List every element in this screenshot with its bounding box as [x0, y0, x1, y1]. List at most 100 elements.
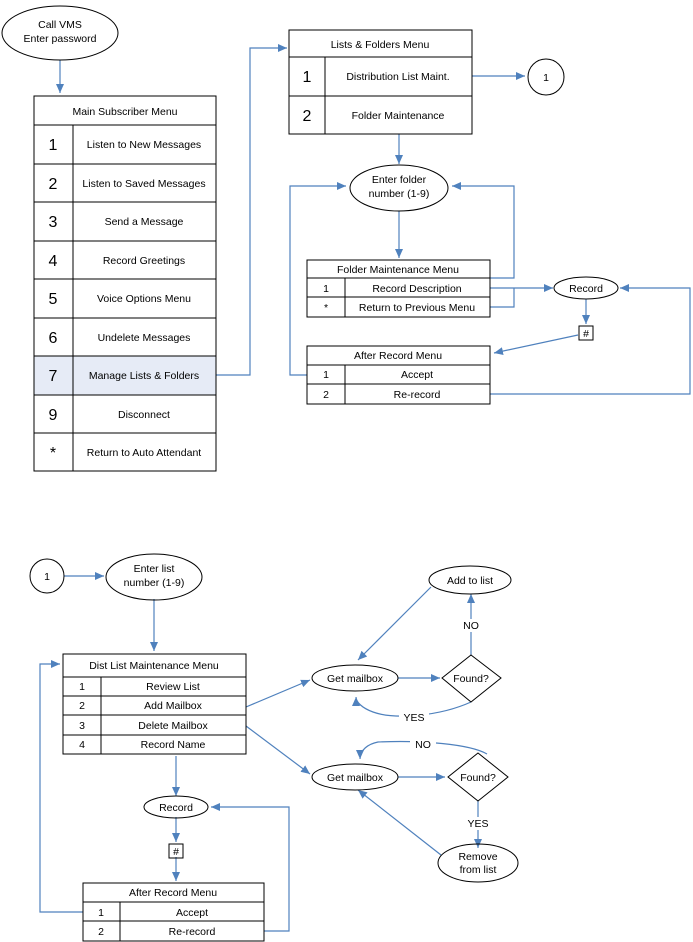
arrow-add-to-getmailbox: [245, 679, 311, 708]
call-vms-line2: Enter password: [24, 33, 97, 45]
after-label-1-bottom: Accept: [176, 907, 208, 919]
dist-list-menu: Dist List Maintenance Menu 1 Review List…: [62, 653, 247, 755]
after-label-2-bottom: Re-record: [169, 926, 216, 938]
folder-key-star: *: [324, 302, 328, 314]
dist-key-2: 2: [79, 700, 85, 712]
main-label-1: Listen to New Messages: [87, 139, 201, 151]
enter-list-line1: Enter list: [134, 563, 175, 575]
dist-label-2: Add Mailbox: [144, 700, 203, 712]
after-menu-title-bottom: After Record Menu: [129, 887, 217, 899]
arrow-accept-to-enter: [289, 182, 346, 376]
enter-folder-ellipse: [349, 164, 449, 212]
call-vms-line1: Call VMS: [38, 19, 82, 31]
dist-key-3: 3: [79, 720, 85, 732]
main-key-5: 5: [49, 291, 58, 308]
after-record-menu-bottom: After Record Menu 1 Accept 2 Re-record: [82, 882, 265, 942]
dist-key-1: 1: [79, 681, 85, 693]
main-key-9: 9: [49, 407, 58, 424]
remove-from-list-ellipse: [437, 843, 519, 883]
record-ellipse-bottom: [143, 795, 209, 819]
yes-label-1: YES: [403, 712, 424, 724]
after-record-menu-top: After Record Menu 1 Accept 2 Re-record: [306, 345, 491, 405]
main-menu-body: [33, 124, 217, 472]
get-mailbox-ellipse-1: [311, 664, 399, 692]
connector-circle: [527, 58, 565, 96]
arrow-hash-to-after: [493, 334, 579, 356]
main-key-4: 4: [49, 253, 58, 270]
folder-maintenance-menu: Folder Maintenance Menu 1 Record Descrip…: [306, 259, 491, 318]
add-to-list-node: Add to list: [428, 565, 512, 595]
main-label-9: Disconnect: [118, 409, 170, 421]
found-node-1: Found?: [441, 654, 502, 703]
found-label-1: Found?: [453, 673, 489, 685]
connector-label-bottom: 1: [44, 571, 50, 583]
get-mailbox-label-1: Get mailbox: [327, 673, 384, 685]
dist-menu-title: Dist List Maintenance Menu: [89, 660, 219, 672]
main-key-7: 7: [49, 368, 58, 385]
hash-node-top: #: [578, 325, 594, 341]
arrow-rerecord-to-record: [490, 284, 691, 395]
connector-1-bottom: 1: [29, 558, 65, 594]
get-mailbox-node-2: Get mailbox: [311, 763, 399, 791]
lists-key-1: 1: [303, 69, 312, 86]
after-key-2-bottom: 2: [98, 926, 104, 938]
lists-folders-menu: Lists & Folders Menu 1 Distribution List…: [288, 29, 473, 135]
record-label-bottom: Record: [159, 802, 193, 814]
record-label-top: Record: [569, 283, 603, 295]
enter-list-node: Enter list number (1-9): [105, 553, 203, 601]
arrow-foldermenu-loop: [452, 182, 515, 279]
folder-menu-title: Folder Maintenance Menu: [337, 264, 459, 276]
connector-label: 1: [543, 72, 549, 84]
after-key-2-top: 2: [323, 389, 329, 401]
arrow-add-to-get1: [357, 586, 432, 661]
main-label-5: Voice Options Menu: [97, 293, 191, 305]
yes-label-2: YES: [467, 818, 488, 830]
lists-label-2: Folder Maintenance: [352, 110, 445, 122]
main-key-3: 3: [49, 214, 58, 231]
arrow-delete-to-getmailbox: [245, 725, 311, 775]
remove-line1: Remove: [458, 851, 497, 863]
after-key-1-bottom: 1: [98, 907, 104, 919]
enter-list-line2: number (1-9): [124, 577, 185, 589]
lists-label-1: Distribution List Maint.: [346, 71, 449, 83]
lists-menu-title: Lists & Folders Menu: [331, 39, 430, 51]
found-label-2: Found?: [460, 772, 496, 784]
enter-folder-line1: Enter folder: [372, 174, 427, 186]
record-node-bottom: Record: [143, 795, 209, 819]
after-label-1-top: Accept: [401, 369, 433, 381]
hash-label-bottom: #: [173, 846, 179, 858]
connector-1-top: 1: [527, 58, 565, 96]
hash-box-top: [578, 325, 594, 341]
main-label-star: Return to Auto Attendant: [87, 447, 202, 459]
remove-from-list-node: Remove from list: [437, 843, 519, 883]
remove-line2: from list: [460, 864, 497, 876]
hash-box-bottom: [168, 843, 184, 859]
arrow-found1-yes: [352, 696, 472, 717]
main-label-4: Record Greetings: [103, 255, 185, 267]
enter-list-ellipse: [105, 553, 203, 601]
after-menu-title-top: After Record Menu: [354, 350, 442, 362]
found-node-2: Found?: [447, 752, 509, 802]
arrow-remove-to-get2: [357, 789, 442, 856]
dist-label-4: Record Name: [141, 739, 206, 751]
folder-label-star: Return to Previous Menu: [359, 302, 475, 314]
found-diamond-1: [441, 654, 502, 703]
arrow-accept-to-distmenu: [39, 660, 83, 913]
add-to-list-ellipse: [428, 565, 512, 595]
call-vms-node: Call VMS Enter password: [1, 5, 119, 61]
arrow-found2-no: [356, 740, 488, 760]
no-label-bg-2: [410, 738, 436, 751]
main-menu-title: Main Subscriber Menu: [72, 106, 177, 118]
no-label-bg-1: [458, 619, 484, 632]
no-label-1: NO: [463, 620, 479, 632]
main-key-1: 1: [49, 137, 58, 154]
hash-label-top: #: [583, 328, 589, 340]
get-mailbox-node-1: Get mailbox: [311, 664, 399, 692]
no-label-2: NO: [415, 739, 431, 751]
record-node-top: Record: [553, 276, 619, 300]
lists-key-2: 2: [303, 108, 312, 125]
after-key-1-top: 1: [323, 369, 329, 381]
call-vms-ellipse: [1, 5, 119, 61]
get-mailbox-label-2: Get mailbox: [327, 772, 384, 784]
